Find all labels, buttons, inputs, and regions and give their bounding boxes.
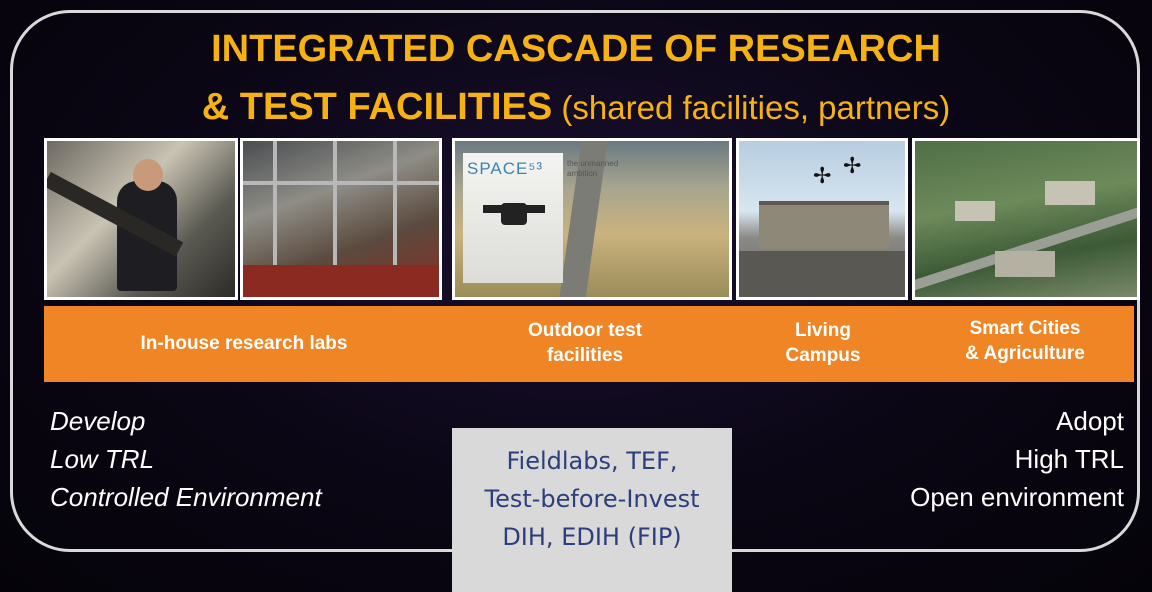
photo-smart-city-aerial [912, 138, 1140, 300]
title-line-2-bold: & TEST FACILITIES [201, 86, 553, 128]
callout-line-1: Fieldlabs, TEF, [506, 447, 678, 475]
category-smart-line-1: Smart Cities [969, 318, 1081, 339]
left-column-develop: Develop Low TRL Controlled Environment [50, 402, 322, 516]
campus-building [759, 201, 889, 249]
category-outdoor-test: Outdoor test facilities [480, 318, 690, 368]
space53-logo: SPACE⁵³ [467, 159, 544, 178]
title-line-1: INTEGRATED CASCADE OF RESEARCH [211, 28, 941, 70]
left-low-trl: Low TRL [50, 444, 155, 474]
category-smart-cities: Smart Cities & Agriculture [920, 316, 1130, 366]
category-living-campus: Living Campus [758, 318, 888, 368]
category-smart-line-2: & Agriculture [965, 343, 1085, 364]
callout-line-3: DIH, EDIH (FIP) [502, 523, 682, 551]
photo-space53-airfield: SPACE⁵³ the unmanned ambition [452, 138, 732, 300]
facility-category-bar [44, 306, 1134, 382]
left-develop: Develop [50, 406, 146, 436]
left-controlled-env: Controlled Environment [50, 482, 322, 512]
callout-line-2: Test-before-Invest [484, 485, 700, 513]
category-living-line-2: Campus [785, 345, 861, 366]
right-high-trl: High TRL [1014, 444, 1124, 474]
category-outdoor-line-1: Outdoor test [528, 320, 642, 341]
drone-icon: ✢ [843, 153, 862, 178]
category-in-house-labs: In-house research labs [140, 333, 348, 354]
photo-living-campus: ✢ ✢ [736, 138, 908, 300]
campus-water [739, 251, 905, 297]
category-living-line-1: Living [795, 320, 851, 341]
space53-card: SPACE⁵³ [463, 153, 563, 283]
photo-drone-cage-lab [240, 138, 442, 300]
right-column-adopt: Adopt High TRL Open environment [910, 402, 1124, 516]
right-open-env: Open environment [910, 482, 1124, 512]
photo-researcher-lab [44, 138, 238, 300]
title-line-2: & TEST FACILITIES (shared facilities, pa… [0, 86, 1152, 129]
drone-icon: ✢ [813, 163, 832, 188]
drone-body-icon [501, 203, 527, 225]
space53-tagline: the unmanned ambition [567, 159, 619, 178]
title-subtitle: (shared facilities, partners) [552, 89, 951, 126]
fieldlabs-callout-box: Fieldlabs, TEF, Test-before-Invest DIH, … [452, 428, 732, 592]
right-adopt: Adopt [1056, 406, 1124, 436]
category-outdoor-line-2: facilities [546, 345, 624, 366]
